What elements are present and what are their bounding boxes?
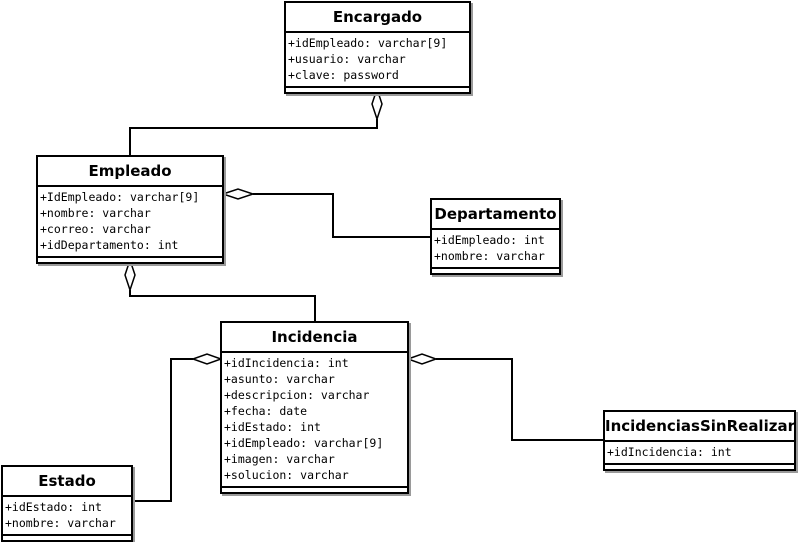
connector-estado-incidencia <box>132 358 193 502</box>
attribute: +clave: password <box>288 68 399 82</box>
aggregation-diamond-incidencia-right <box>405 353 439 365</box>
methods-compartment-estado <box>3 536 131 540</box>
class-incidencia[interactable]: Incidencia +idIncidencia: int +asunto: v… <box>220 321 409 494</box>
class-estado[interactable]: Estado +idEstado: int +nombre: varchar <box>1 465 133 542</box>
attribute: +idEstado: int <box>5 500 102 514</box>
class-incidenciassinrealizar[interactable]: IncidenciasSinRealizar +idIncidencia: in… <box>603 410 796 471</box>
attribute: +idEmpleado: int <box>434 233 545 247</box>
attribute: +nombre: varchar <box>434 249 545 263</box>
attribute: +nombre: varchar <box>5 516 116 530</box>
class-empleado[interactable]: Empleado +IdEmpleado: varchar[9] +nombre… <box>36 155 224 264</box>
attributes-incidencia: +idIncidencia: int +asunto: varchar +des… <box>222 353 407 488</box>
attribute: +idIncidencia: int <box>607 445 732 459</box>
aggregation-diamond-empleado-bottom <box>124 257 136 293</box>
attribute: +idIncidencia: int <box>224 356 349 370</box>
class-name-estado: Estado <box>3 467 131 497</box>
attribute: +descripcion: varchar <box>224 388 370 402</box>
class-name-encargado: Encargado <box>286 3 469 33</box>
attribute: +asunto: varchar <box>224 372 335 386</box>
aggregation-diamond-empleado-right <box>220 188 256 200</box>
aggregation-diamond-encargado <box>371 86 383 122</box>
class-encargado[interactable]: Encargado +idEmpleado: varchar[9] +usuar… <box>284 1 471 94</box>
attribute: +solucion: varchar <box>224 468 349 482</box>
attribute: +idEstado: int <box>224 420 321 434</box>
class-name-departamento: Departamento <box>432 200 559 230</box>
attributes-empleado: +IdEmpleado: varchar[9] +nombre: varchar… <box>38 187 222 258</box>
attribute: +imagen: varchar <box>224 452 335 466</box>
attributes-incidenciassinrealizar: +idIncidencia: int <box>605 442 794 465</box>
methods-compartment-incidencia <box>222 488 407 492</box>
attribute: +usuario: varchar <box>288 52 406 66</box>
methods-compartment-empleado <box>38 258 222 262</box>
class-name-incidencia: Incidencia <box>222 323 407 353</box>
methods-compartment-departamento <box>432 269 559 273</box>
class-name-incidenciassinrealizar: IncidenciasSinRealizar <box>605 412 795 442</box>
attributes-estado: +idEstado: int +nombre: varchar <box>3 497 131 536</box>
attribute: +nombre: varchar <box>40 206 151 220</box>
attribute: +idDepartamento: int <box>40 238 179 252</box>
attribute: +fecha: date <box>224 404 308 418</box>
class-name-empleado: Empleado <box>38 157 222 187</box>
class-departamento[interactable]: Departamento +idEmpleado: int +nombre: v… <box>430 198 561 275</box>
attributes-encargado: +idEmpleado: varchar[9] +usuario: varcha… <box>286 33 469 88</box>
attribute: +correo: varchar <box>40 222 151 236</box>
connector-incidenciassinrealizar-incidencia <box>436 358 603 441</box>
methods-compartment-incidenciassinrealizar <box>605 465 794 469</box>
attributes-departamento: +idEmpleado: int +nombre: varchar <box>432 230 559 269</box>
attribute: +idEmpleado: varchar[9] <box>288 36 448 50</box>
connector-incidencia-empleado <box>129 290 316 322</box>
connector-departamento-empleado <box>253 193 430 238</box>
connector-empleado-encargado <box>129 119 378 155</box>
attribute: +IdEmpleado: varchar[9] <box>40 190 200 204</box>
attribute: +idEmpleado: varchar[9] <box>224 436 384 450</box>
methods-compartment-encargado <box>286 88 469 92</box>
aggregation-diamond-incidencia-left <box>190 353 224 365</box>
